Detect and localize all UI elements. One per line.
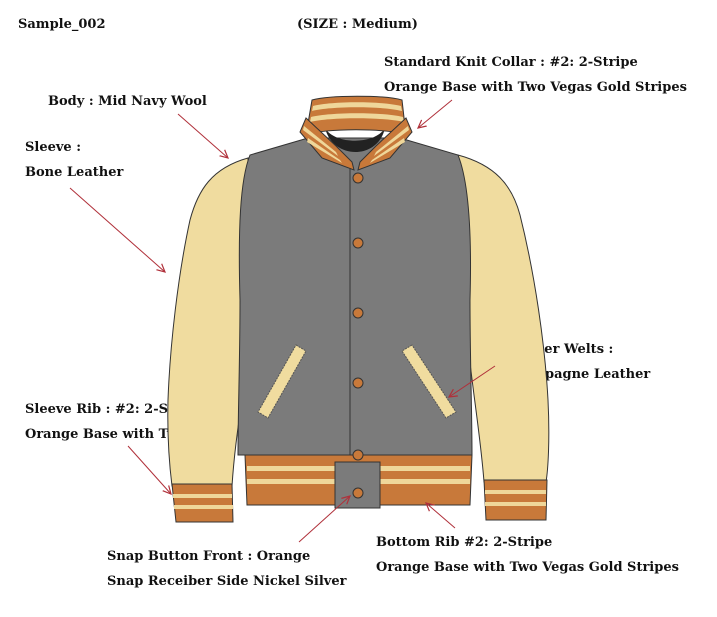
snap-button xyxy=(352,377,364,389)
callout-arrows xyxy=(69,99,496,543)
sleeve-label-line2: Bone Leather xyxy=(25,165,124,180)
collar-arrow xyxy=(418,99,453,128)
snap-button xyxy=(352,487,364,499)
bottom-placket xyxy=(334,461,381,509)
welt-arrow xyxy=(449,365,496,397)
size-label: (SIZE : Medium) xyxy=(297,17,418,32)
sample-title: Sample_002 xyxy=(18,17,106,32)
sleeve-rib-label-line1: Sleeve Rib : #2: 2-Stripe xyxy=(25,402,204,417)
right-pocket-welt xyxy=(401,344,457,419)
left-sleeve-rib xyxy=(171,483,234,523)
bottom-rib-arrow xyxy=(426,503,456,529)
collar-label-line2: Orange Base with Two Vegas Gold Stripes xyxy=(384,80,687,95)
snap-arrow xyxy=(298,496,350,543)
snap-label-line2: Snap Receiber Side Nickel Silver xyxy=(107,574,347,589)
sleeve-arrow xyxy=(69,187,165,272)
snap-button xyxy=(352,237,364,249)
collar-label-line1: Standard Knit Collar : #2: 2-Stripe xyxy=(384,55,638,70)
snap-button xyxy=(352,449,364,461)
collar xyxy=(299,95,413,171)
body-arrow xyxy=(177,113,228,158)
body-label: Body : Mid Navy Wool xyxy=(48,94,207,109)
bottom-rib-label-line2: Orange Base with Two Vegas Gold Stripes xyxy=(376,560,679,575)
snap-label-line1: Snap Button Front : Orange xyxy=(107,549,311,564)
sleeve-label-line1: Sleeve : xyxy=(25,140,82,155)
neck-opening xyxy=(325,128,385,152)
left-sleeve xyxy=(167,157,251,487)
sleeve-rib-arrow xyxy=(127,445,171,494)
right-sleeve xyxy=(457,154,550,483)
snap-button xyxy=(352,172,364,184)
right-sleeve-rib xyxy=(483,479,548,521)
bottom-rib-label-line1: Bottom Rib #2: 2-Stripe xyxy=(376,535,553,550)
left-pocket-welt xyxy=(257,344,307,419)
snap-button xyxy=(352,307,364,319)
snap-buttons xyxy=(352,172,364,499)
